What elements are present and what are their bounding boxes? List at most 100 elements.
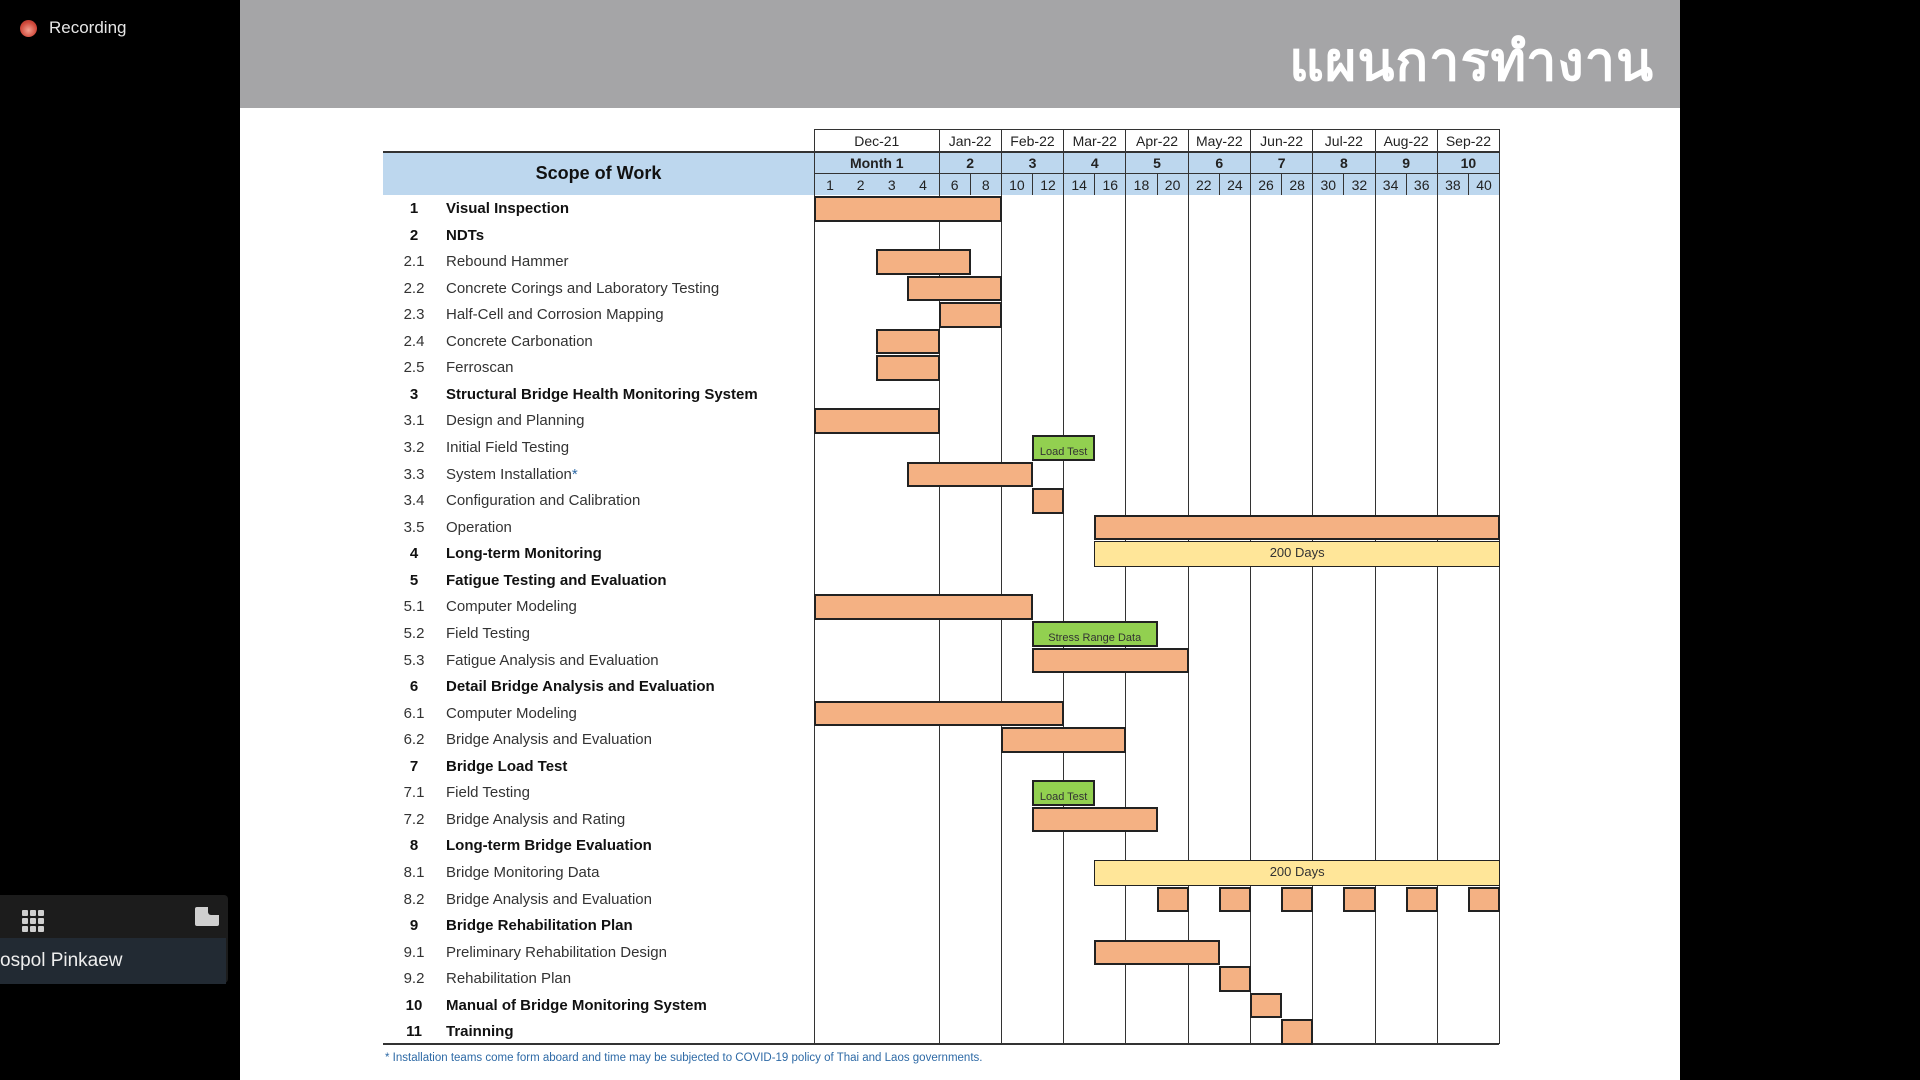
month-label: Jul-22 (1312, 130, 1374, 152)
task-name-text: Concrete Carbonation (446, 332, 593, 350)
task-bar (1000, 727, 1127, 753)
footnote: * Installation teams come form aboard an… (385, 1052, 983, 1064)
task-number: 10 (405, 996, 423, 1014)
task-number: 3.1 (403, 412, 425, 430)
week-label: 8 (969, 174, 1001, 195)
month-gridline (1436, 195, 1438, 1044)
task-name: Bridge Rehabilitation Plan (446, 917, 633, 934)
task-name-text: Bridge Monitoring Data (446, 864, 600, 881)
task-name: Bridge Analysis and Evaluation (446, 731, 652, 748)
task-bar (1343, 886, 1376, 913)
task-number: 7.1 (403, 784, 425, 802)
task-name-text: Configuration and Calibration (446, 492, 641, 510)
duration-bar: 200 Days (1094, 541, 1501, 567)
week-row-border (814, 173, 1500, 174)
participant-tile[interactable]: ospol Pinkaew (0, 895, 228, 984)
task-number: 3 (409, 385, 419, 403)
task-number: 6.1 (403, 704, 425, 722)
task-name-text: Concrete Corings and Laboratory Testing (446, 279, 720, 297)
task-number: 2.1 (403, 253, 425, 271)
week-label: 28 (1281, 174, 1312, 195)
task-bar (876, 355, 940, 381)
task-name: Half-Cell and Corrosion Mapping (446, 306, 664, 323)
task-name-text: NDTs (446, 226, 485, 244)
task-name-text: Long-term Monitoring (446, 545, 602, 563)
task-name-text: Field Testing (446, 784, 530, 802)
month-label: Jan-22 (938, 130, 1001, 152)
month-gridline (1063, 195, 1065, 1044)
task-bar (1156, 886, 1189, 913)
task-name-text: Computer Modeling (446, 704, 577, 722)
task-number: 3.2 (403, 439, 425, 457)
task-name: Rehabilitation Plan (446, 970, 571, 987)
task-name: Computer Modeling (446, 598, 577, 615)
task-name-text: Long-term Bridge Evaluation (446, 837, 652, 855)
task-number: 3.3 (403, 465, 425, 483)
task-bar (1218, 966, 1251, 992)
task-name-text: Rebound Hammer (446, 253, 569, 271)
task-bar (1094, 939, 1220, 966)
week-label: 40 (1467, 174, 1499, 195)
task-name: Concrete Carbonation (446, 333, 593, 350)
task-name-text: Bridge Analysis and Evaluation (446, 731, 652, 749)
task-name-text: Fatigue Testing and Evaluation (446, 571, 667, 589)
task-name-text: Half-Cell and Corrosion Mapping (446, 306, 664, 324)
task-number: 7 (409, 757, 419, 775)
week-label: 36 (1405, 174, 1437, 195)
task-name-text: Bridge Rehabilitation Plan (446, 917, 633, 935)
task-name: Detail Bridge Analysis and Evaluation (446, 678, 715, 695)
task-name: Field Testing (446, 625, 530, 642)
task-name-text: Design and Planning (446, 412, 585, 430)
week-label: 10 (1000, 174, 1032, 195)
week-label: 22 (1187, 174, 1219, 195)
task-bar (1031, 806, 1158, 833)
task-name-text: Field Testing (446, 624, 530, 642)
task-name-text: Visual Inspection (446, 200, 570, 217)
task-number: 5 (409, 571, 419, 589)
week-label: 14 (1063, 174, 1094, 195)
task-name-text: System Installation (446, 465, 572, 483)
task-name-text: Operation (446, 518, 512, 536)
task-number: 2.5 (403, 359, 425, 377)
task-name-text: Bridge Load Test (446, 757, 568, 775)
task-bar (1467, 886, 1501, 913)
task-number: 2 (409, 226, 419, 244)
grid-view-icon[interactable] (22, 910, 44, 932)
month-gridline (1249, 195, 1251, 1044)
recording-label: Recording (49, 18, 127, 37)
task-name: Long-term Bridge Evaluation (446, 837, 652, 854)
week-label: 34 (1374, 174, 1406, 195)
task-number: 8.1 (403, 864, 425, 881)
task-bar (907, 461, 1033, 488)
month-number: 3 (1000, 152, 1063, 174)
week-label: 18 (1125, 174, 1156, 195)
task-name: Configuration and Calibration (446, 492, 640, 509)
scope-header-label: Scope of Work (535, 163, 662, 183)
week-label: 6 (938, 174, 970, 195)
task-name: System Installation* (446, 466, 578, 483)
task-name: Operation (446, 519, 512, 536)
slide-title: แผนการทำงาน (1289, 32, 1654, 92)
month-gridline (1125, 195, 1127, 1044)
month-label: Mar-22 (1063, 130, 1125, 152)
slide-header-bar: แผนการทำงาน (240, 0, 1680, 108)
month-number: 8 (1312, 152, 1374, 174)
month-label: Sep-22 (1436, 130, 1499, 152)
switch-layout-icon[interactable] (195, 907, 219, 926)
task-name-text: Computer Modeling (446, 598, 577, 616)
week-label: 24 (1218, 174, 1250, 195)
task-number: 6.2 (403, 731, 425, 749)
task-name: Fatigue Analysis and Evaluation (446, 652, 659, 669)
task-number: 11 (406, 1023, 422, 1041)
task-name: Rebound Hammer (446, 253, 569, 270)
month-label: Apr-22 (1125, 130, 1187, 152)
month-header-border (814, 129, 1500, 130)
task-number: 9.1 (403, 943, 425, 961)
month-label: Aug-22 (1374, 130, 1437, 152)
task-bar (814, 196, 1002, 222)
task-bar (814, 408, 940, 435)
task-bar (907, 275, 1002, 302)
task-name: Fatigue Testing and Evaluation (446, 572, 667, 589)
task-number: 5.1 (403, 598, 425, 616)
